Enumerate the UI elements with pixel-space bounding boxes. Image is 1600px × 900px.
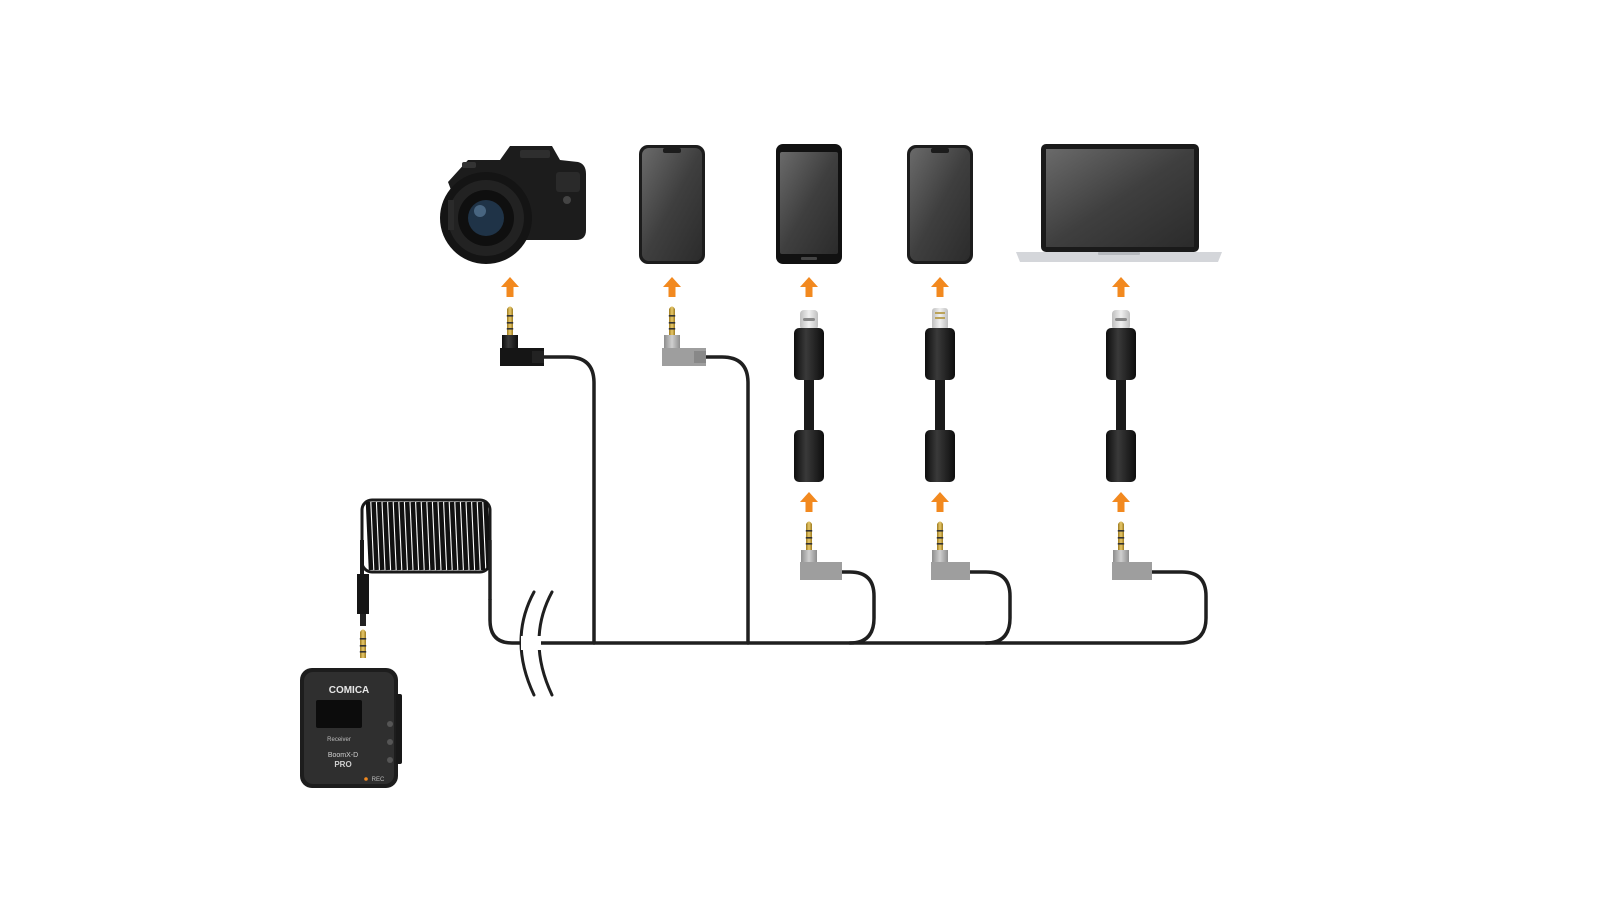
coil-turn — [455, 501, 463, 571]
coil-turn — [449, 501, 458, 571]
laptop-icon — [1016, 144, 1222, 262]
coil-turn — [376, 501, 385, 571]
trrs-plug — [1112, 521, 1152, 580]
coil-turn — [371, 501, 379, 571]
smartphone-icon — [776, 144, 842, 264]
coil-turn — [466, 501, 475, 571]
receiver-rec-label: REC — [372, 777, 385, 783]
arrow-icon — [931, 492, 949, 512]
coil-turn — [382, 501, 391, 571]
coil-turn — [416, 501, 424, 571]
coil-turn — [393, 501, 402, 571]
trrs-plug — [800, 521, 842, 580]
camera-audio-plug — [500, 306, 544, 366]
receiver-model-pro: PRO — [334, 760, 351, 769]
usb-c-adapter — [1106, 310, 1136, 482]
coil-turn — [388, 501, 396, 571]
lightning-adapter — [925, 308, 955, 482]
camera-icon — [440, 146, 586, 264]
arrow-icon — [800, 277, 818, 297]
smartphone-icon — [639, 145, 705, 264]
coil-turn — [399, 501, 407, 571]
coil-turn — [410, 501, 419, 571]
coil-turn — [438, 501, 447, 571]
coil-turn — [421, 501, 430, 571]
receiver-screen-label: Receiver — [327, 737, 351, 743]
arrow-icon — [663, 277, 681, 297]
coil-turn — [404, 501, 413, 571]
phone-audio-plug — [662, 306, 706, 366]
coil-turn — [427, 501, 435, 571]
trrs-plug — [931, 521, 970, 580]
cable-lines — [488, 355, 1208, 645]
coil-turn — [432, 501, 441, 571]
receiver-model: BoomX-D — [328, 752, 358, 759]
receiver-plug — [357, 574, 369, 658]
break-gap — [521, 636, 541, 650]
receiver-brand: COMICA — [329, 685, 370, 696]
coil-turn — [483, 501, 491, 571]
coil-turn — [477, 501, 486, 571]
usb-c-adapter — [794, 310, 824, 482]
arrow-icon — [1112, 492, 1130, 512]
arrow-icon — [501, 277, 519, 297]
coil-turn — [472, 501, 480, 571]
smartphone-icon — [907, 145, 973, 264]
coil-turn — [460, 501, 469, 571]
coil-turn — [444, 501, 452, 571]
coil-turn — [365, 501, 374, 571]
arrow-icon — [1112, 277, 1130, 297]
coiled-cable — [360, 498, 492, 600]
arrow-icon — [931, 277, 949, 297]
wireless-receiver: COMICA Receiver BoomX-D PRO REC — [300, 668, 402, 788]
arrow-icon — [800, 492, 818, 512]
